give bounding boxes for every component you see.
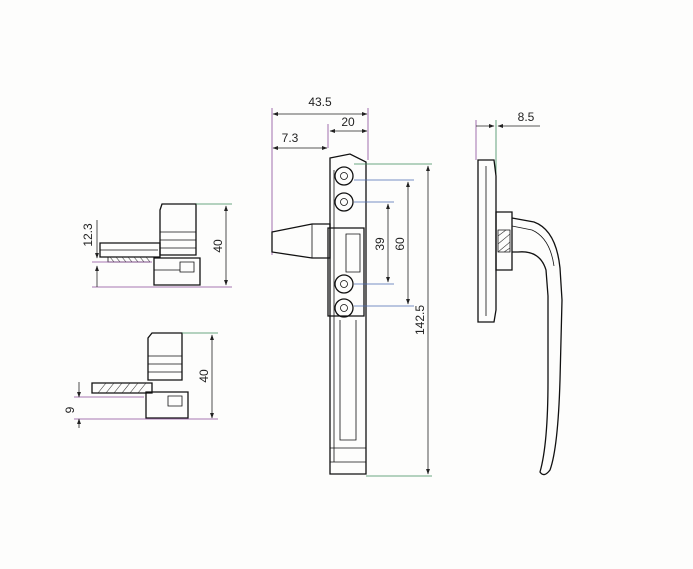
- upper-step-label: 12.3: [81, 223, 95, 247]
- side-profile-view: [475, 120, 563, 476]
- side-depth-label: 8.5: [518, 110, 535, 124]
- inner-width-label: 20: [341, 115, 355, 129]
- hole-spacing-long-label: 60: [393, 237, 407, 251]
- lower-step-label: 9: [63, 406, 77, 413]
- upper-height-label: 40: [211, 239, 225, 253]
- overall-width-label: 43.5: [308, 95, 332, 109]
- front-view: [271, 108, 432, 477]
- upper-side-view: [92, 203, 232, 288]
- lower-side-view: [74, 332, 218, 428]
- overall-height-label: 142.5: [413, 305, 427, 335]
- offset-label: 7.3: [282, 131, 299, 145]
- lower-height-label: 40: [197, 369, 211, 383]
- hole-spacing-short-label: 39: [373, 237, 387, 251]
